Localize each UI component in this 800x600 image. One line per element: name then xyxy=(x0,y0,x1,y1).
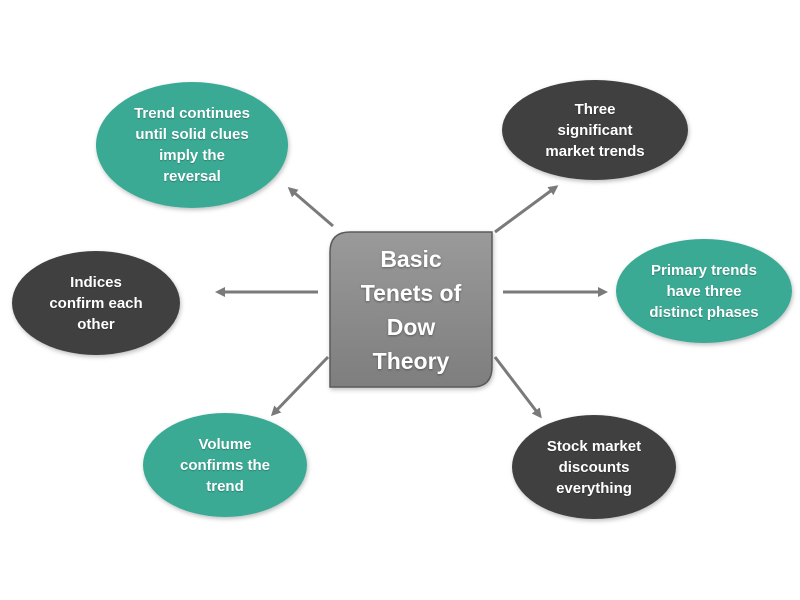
node-stock-market-label: Stock market discounts everything xyxy=(546,437,642,497)
node-primary-trends-shape xyxy=(616,239,792,343)
center-title: Basic Tenets of Dow Theory xyxy=(360,245,462,374)
node-three-trends-label: Three significant market trends xyxy=(545,100,645,160)
node-indices-confirm-shape xyxy=(12,251,180,355)
arrow-to-stock-market xyxy=(493,356,542,419)
node-stock-market-shape xyxy=(512,415,676,519)
node-three-trends-shape xyxy=(502,80,688,180)
node-primary-trends-label: Primary trends have three distinct phase… xyxy=(649,261,759,321)
node-indices-confirm-label: Indices confirm each other xyxy=(49,273,143,333)
node-trend-continues-label: Trend continues until solid clues imply … xyxy=(134,105,250,185)
center-box-shape xyxy=(329,231,493,388)
arrow-to-three-trends xyxy=(494,185,559,234)
node-trend-continues-shape xyxy=(96,82,288,208)
arrow-to-volume-confirms xyxy=(270,355,330,417)
node-volume-confirms-shape xyxy=(143,413,307,517)
arrow-to-trend-continues xyxy=(287,187,334,228)
node-volume-confirms-label: Volume confirms the trend xyxy=(179,435,270,495)
